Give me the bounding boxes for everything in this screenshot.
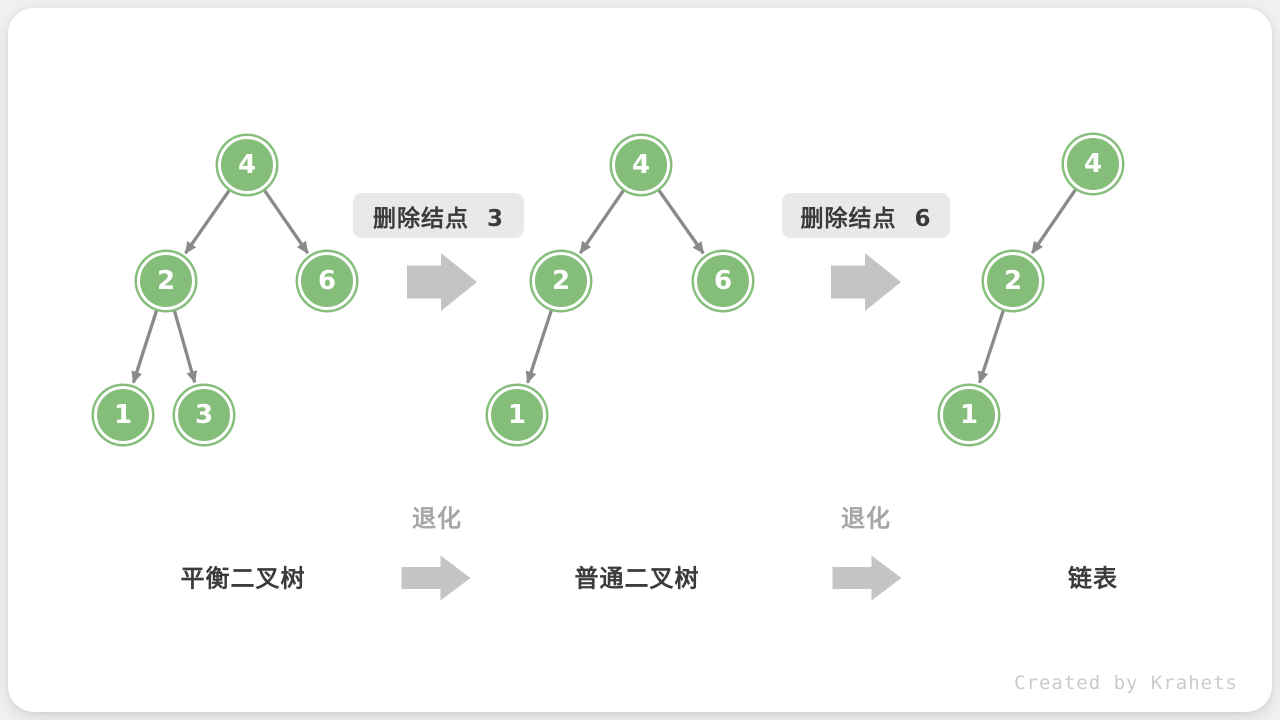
tree-node-2: 2 bbox=[137, 252, 195, 310]
stage-label: 普通二叉树 bbox=[574, 564, 700, 593]
canvas-card bbox=[8, 8, 1272, 712]
tree-node-3: 3 bbox=[175, 386, 233, 444]
tree-node-2: 2 bbox=[532, 252, 590, 310]
tree-node-4: 4 bbox=[612, 136, 670, 194]
stage-label: 平衡二叉树 bbox=[180, 564, 306, 593]
tree-node-1: 1 bbox=[94, 386, 152, 444]
tree-node-1: 1 bbox=[488, 386, 546, 444]
tree-node-6: 6 bbox=[298, 252, 356, 310]
delete-step-badge: 删除结点 3 bbox=[353, 193, 524, 238]
degrade-label: 退化 bbox=[412, 504, 462, 533]
delete-step-badge: 删除结点 6 bbox=[782, 193, 950, 238]
tree-node-4: 4 bbox=[1064, 135, 1122, 193]
tree-node-4: 4 bbox=[218, 136, 276, 194]
tree-node-2: 2 bbox=[984, 252, 1042, 310]
degrade-label: 退化 bbox=[841, 504, 891, 533]
stage-label: 链表 bbox=[1068, 564, 1118, 593]
tree-node-1: 1 bbox=[940, 386, 998, 444]
tree-node-6: 6 bbox=[694, 252, 752, 310]
watermark-credit: Created by Krahets bbox=[1014, 672, 1238, 694]
